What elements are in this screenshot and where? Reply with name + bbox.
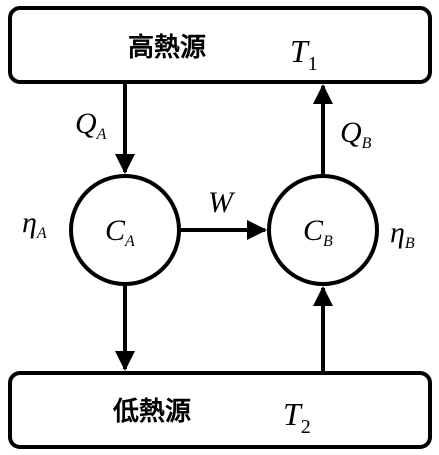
- engine-b-label: CB: [303, 214, 333, 250]
- hot-reservoir-box: [8, 6, 432, 84]
- efficiency-a-label: ηA: [22, 206, 47, 242]
- heat-a-label: QA: [75, 107, 107, 143]
- cold-temperature-label: T2: [283, 396, 311, 438]
- cold-reservoir-label: 低熱源: [112, 397, 191, 427]
- work-label: W: [208, 186, 236, 219]
- cold-reservoir-box: [8, 371, 432, 449]
- hot-temperature-label: T1: [290, 33, 318, 75]
- hot-reservoir-label: 高熱源: [128, 32, 206, 63]
- heat-b-label: QB: [340, 116, 372, 152]
- engine-a-label: CA: [105, 214, 135, 250]
- efficiency-b-label: ηB: [390, 216, 415, 252]
